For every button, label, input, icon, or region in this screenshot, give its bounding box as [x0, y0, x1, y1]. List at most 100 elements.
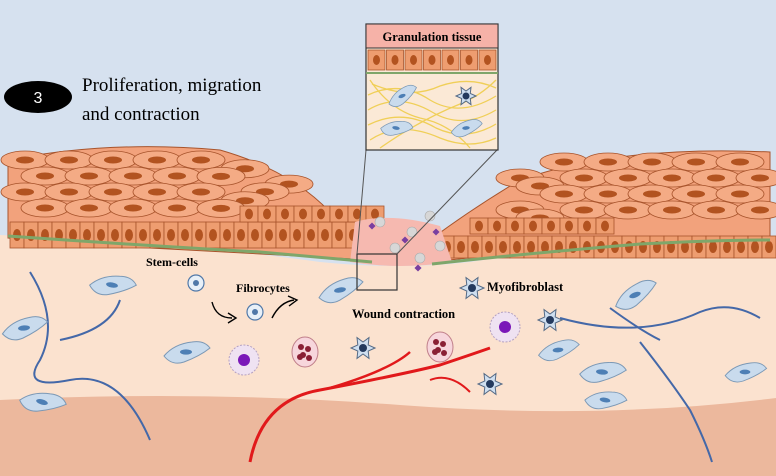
- keratinocyte-flat: [560, 201, 608, 219]
- keratinocyte-migrating: [542, 218, 560, 234]
- keratinocyte-flat: [177, 183, 225, 201]
- keratinocyte-flat: [89, 151, 137, 169]
- keratinocyte-migrating: [470, 218, 488, 234]
- platelet: [375, 217, 385, 227]
- keratinocyte-flat: [153, 199, 201, 217]
- keratinocyte-basal: [538, 236, 552, 258]
- macrophage: [229, 345, 259, 375]
- keratinocyte-flat: [736, 201, 776, 219]
- platelet: [390, 243, 400, 253]
- inset-epithelial-cell: [479, 50, 496, 70]
- keratinocyte-basal: [24, 222, 38, 248]
- keratinocyte-basal: [332, 222, 346, 248]
- keratinocyte-flat: [45, 183, 93, 201]
- keratinocyte-basal: [80, 222, 94, 248]
- label-stem-cells: Stem-cells: [146, 255, 198, 269]
- keratinocyte-basal: [52, 222, 66, 248]
- keratinocyte-flat: [692, 201, 740, 219]
- inset-epithelial-cell: [424, 50, 441, 70]
- keratinocyte-basal: [178, 222, 192, 248]
- keratinocyte-basal: [66, 222, 80, 248]
- inset-epithelial-cell: [368, 50, 385, 70]
- keratinocyte-migrating: [578, 218, 596, 234]
- stem-cell: [188, 275, 204, 291]
- keratinocyte-migrating: [348, 206, 366, 222]
- keratinocyte-flat: [628, 185, 676, 203]
- keratinocyte-basal: [622, 236, 636, 258]
- keratinocyte-migrating: [524, 218, 542, 234]
- keratinocyte-flat: [540, 153, 588, 171]
- keratinocyte-flat: [153, 167, 201, 185]
- inset-epithelial-cell: [461, 50, 478, 70]
- keratinocyte-migrating: [596, 218, 614, 234]
- keratinocyte-migrating: [506, 218, 524, 234]
- platelet: [407, 227, 417, 237]
- inset-epithelial-cell: [387, 50, 404, 70]
- keratinocyte-flat: [1, 183, 49, 201]
- keratinocyte-flat: [672, 153, 720, 171]
- step-title-line1: Proliferation, migration: [82, 75, 262, 96]
- keratinocyte-flat: [109, 167, 157, 185]
- platelet: [415, 253, 425, 263]
- keratinocyte-basal: [636, 236, 650, 258]
- keratinocyte-basal: [206, 222, 220, 248]
- keratinocyte-flat: [604, 169, 652, 187]
- keratinocyte-flat: [648, 169, 696, 187]
- keratinocyte-basal: [468, 236, 482, 258]
- step-number: 3: [34, 90, 43, 107]
- keratinocyte-flat: [584, 185, 632, 203]
- keratinocyte-basal: [220, 222, 234, 248]
- keratinocyte-migrating: [240, 206, 258, 222]
- inset-epithelial-cell: [405, 50, 422, 70]
- keratinocyte-flat: [45, 151, 93, 169]
- keratinocyte-flat: [672, 185, 720, 203]
- label-wound-contraction: Wound contraction: [352, 307, 455, 321]
- keratinocyte-flat: [65, 167, 113, 185]
- neutrophil: [427, 332, 453, 362]
- keratinocyte-basal: [38, 222, 52, 248]
- platelet: [435, 241, 445, 251]
- keratinocyte-flat: [21, 199, 69, 217]
- keratinocyte-flat: [133, 183, 181, 201]
- keratinocyte-flat: [65, 199, 113, 217]
- label-fibrocytes: Fibrocytes: [236, 281, 290, 295]
- keratinocyte-basal: [566, 236, 580, 258]
- step-title-line2: and contraction: [82, 104, 200, 125]
- keratinocyte-migrating: [276, 206, 294, 222]
- keratinocyte-flat: [648, 201, 696, 219]
- keratinocyte-basal: [454, 236, 468, 258]
- keratinocyte-migrating: [330, 206, 348, 222]
- keratinocyte-flat: [628, 153, 676, 171]
- keratinocyte-basal: [290, 222, 304, 248]
- keratinocyte-basal: [482, 236, 496, 258]
- stem-cell: [247, 304, 263, 320]
- keratinocyte-basal: [706, 236, 720, 258]
- keratinocyte-flat: [109, 199, 157, 217]
- keratinocyte-basal: [552, 236, 566, 258]
- keratinocyte-flat: [177, 151, 225, 169]
- keratinocyte-basal: [234, 222, 248, 248]
- keratinocyte-basal: [692, 236, 706, 258]
- step-badge: 3: [4, 81, 72, 113]
- keratinocyte-basal: [248, 222, 262, 248]
- keratinocyte-basal: [664, 236, 678, 258]
- keratinocyte-flat: [560, 169, 608, 187]
- label-myofibroblast: Myofibroblast: [487, 280, 564, 294]
- inset-title: Granulation tissue: [383, 30, 482, 44]
- keratinocyte-flat: [197, 167, 245, 185]
- keratinocyte-migrating: [488, 218, 506, 234]
- granulation-inset: Granulation tissue: [366, 24, 498, 150]
- keratinocyte-flat: [1, 151, 49, 169]
- keratinocyte-flat: [716, 185, 764, 203]
- macrophage: [490, 312, 520, 342]
- keratinocyte-flat: [736, 169, 776, 187]
- keratinocyte-flat: [692, 169, 740, 187]
- keratinocyte-basal: [150, 222, 164, 248]
- inset-epithelial-cell: [442, 50, 459, 70]
- keratinocyte-migrating: [312, 206, 330, 222]
- keratinocyte-basal: [276, 222, 290, 248]
- keratinocyte-basal: [304, 222, 318, 248]
- keratinocyte-basal: [678, 236, 692, 258]
